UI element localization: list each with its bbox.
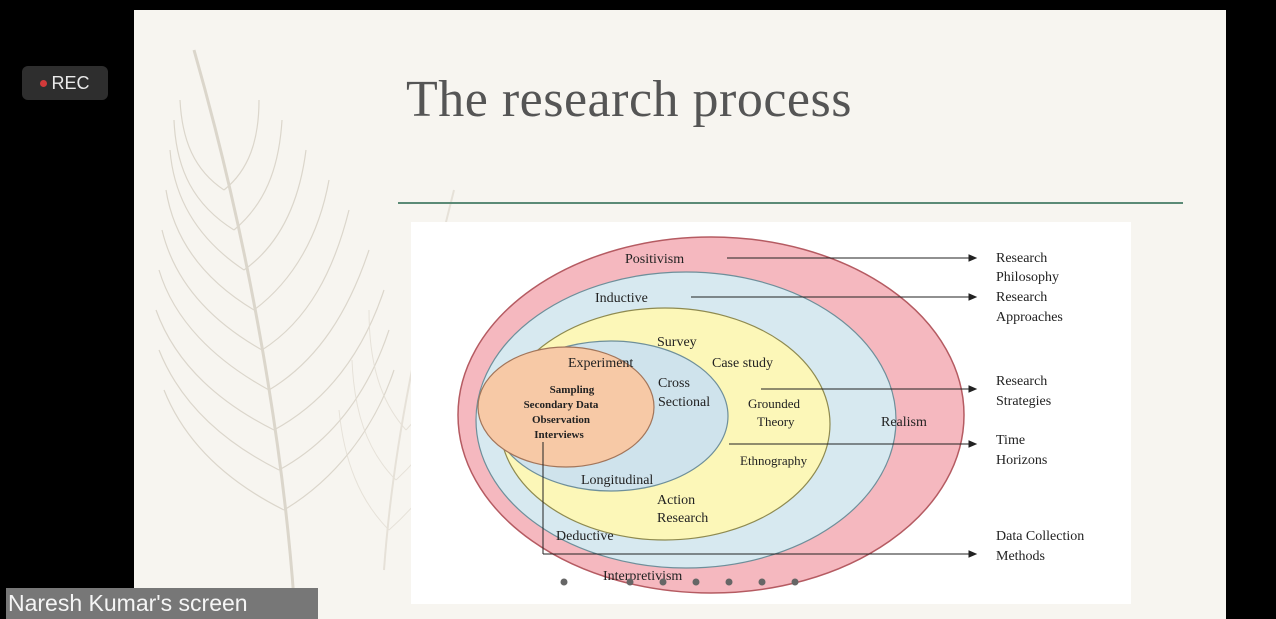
record-dot-icon bbox=[40, 79, 48, 87]
label-positivism: Positivism bbox=[625, 252, 684, 267]
dot-7 bbox=[791, 578, 799, 586]
layer-philosophy-l2: Philosophy bbox=[996, 270, 1059, 285]
layer-philosophy-l1: Research bbox=[996, 251, 1047, 266]
research-onion-diagram: Positivism Realism Interpretivism Induct… bbox=[411, 222, 1131, 604]
slide-dots bbox=[560, 578, 799, 586]
slide-title: The research process bbox=[406, 71, 852, 128]
dot-2 bbox=[626, 578, 634, 586]
layer-strategies-l2: Strategies bbox=[996, 394, 1051, 409]
dot-3 bbox=[659, 578, 667, 586]
label-inductive: Inductive bbox=[595, 291, 648, 306]
label-experiment: Experiment bbox=[568, 356, 633, 371]
label-action: Action bbox=[657, 493, 695, 508]
label-grounded: Grounded bbox=[748, 396, 800, 411]
screen-share-label: Naresh Kumar's screen bbox=[6, 588, 318, 619]
label-case-study: Case study bbox=[712, 356, 773, 371]
label-realism: Realism bbox=[881, 415, 927, 430]
dot-1 bbox=[560, 578, 568, 586]
label-sectional: Sectional bbox=[658, 395, 710, 410]
label-cross: Cross bbox=[658, 376, 690, 391]
layer-approaches-l1: Research bbox=[996, 290, 1047, 305]
rec-indicator: REC bbox=[22, 66, 108, 100]
data-collection-core bbox=[477, 346, 655, 468]
core-secondary-data: Secondary Data bbox=[524, 399, 599, 411]
layer-time-l1: Time bbox=[996, 433, 1025, 448]
layer-approaches-l2: Approaches bbox=[996, 310, 1063, 325]
presentation-slide: The research process Positivism Realism … bbox=[134, 10, 1226, 619]
dot-4 bbox=[692, 578, 700, 586]
title-divider bbox=[398, 202, 1183, 204]
label-ethnography: Ethnography bbox=[740, 453, 808, 468]
label-research: Research bbox=[657, 511, 708, 526]
layer-strategies-l1: Research bbox=[996, 374, 1047, 389]
label-deductive: Deductive bbox=[556, 529, 614, 544]
dot-5 bbox=[725, 578, 733, 586]
layer-methods-l1: Data Collection bbox=[996, 529, 1084, 544]
label-survey: Survey bbox=[657, 335, 697, 350]
layer-methods-l2: Methods bbox=[996, 549, 1045, 564]
layer-time-l2: Horizons bbox=[996, 453, 1047, 468]
label-theory: Theory bbox=[757, 414, 795, 429]
core-interviews: Interviews bbox=[534, 429, 584, 441]
rec-label: REC bbox=[51, 72, 90, 93]
core-sampling: Sampling bbox=[550, 384, 595, 396]
core-observation: Observation bbox=[532, 414, 590, 426]
label-longitudinal: Longitudinal bbox=[581, 473, 653, 488]
dot-6 bbox=[758, 578, 766, 586]
